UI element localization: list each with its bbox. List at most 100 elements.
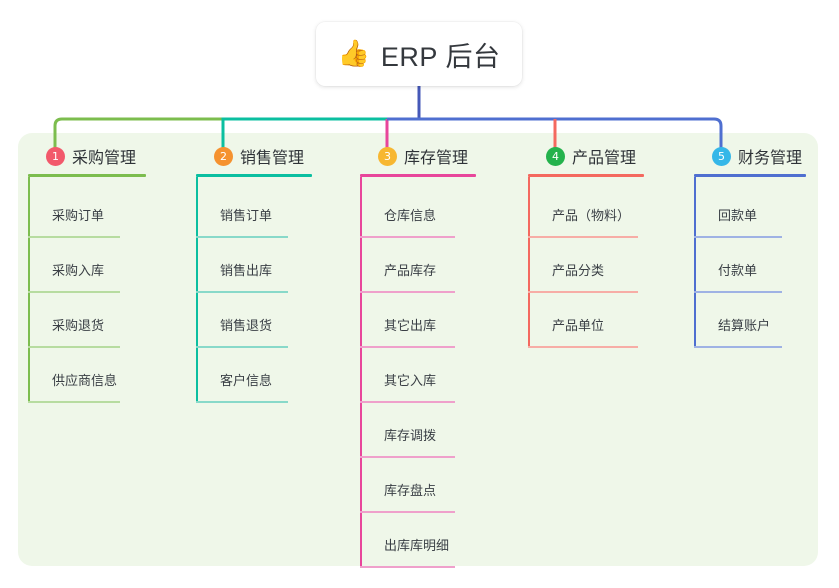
branch-spine bbox=[28, 177, 30, 403]
branch-leaf-list: 产品（物料） 产品分类产品单位 bbox=[528, 177, 644, 348]
branch-title: 库存管理 bbox=[404, 150, 469, 167]
leaf-item[interactable]: 付款单 bbox=[694, 238, 806, 293]
branch-leaf-list: 销售订单销售出库销售退货客户信息 bbox=[196, 177, 312, 403]
leaf-rule bbox=[360, 401, 455, 403]
leaf-rule bbox=[694, 291, 782, 293]
leaf-rule bbox=[196, 291, 288, 293]
leaf-item[interactable]: 出库库明细 bbox=[360, 513, 476, 568]
leaf-label: 产品（物料） bbox=[552, 208, 631, 223]
leaf-rule bbox=[528, 236, 638, 238]
leaf-label: 供应商信息 bbox=[52, 373, 118, 388]
leaf-item[interactable]: 其它出库 bbox=[360, 293, 476, 348]
leaf-rule bbox=[360, 456, 455, 458]
leaf-label: 客户信息 bbox=[220, 373, 273, 388]
branch-column-4: 4 产品管理产品（物料） 产品分类产品单位 bbox=[528, 144, 644, 348]
root-title: ERP 后台 bbox=[380, 41, 501, 72]
leaf-item[interactable]: 采购订单 bbox=[28, 183, 146, 238]
branch-spine bbox=[360, 177, 362, 568]
leaf-rule bbox=[196, 401, 288, 403]
branch-rule bbox=[528, 174, 644, 177]
branch-header-2[interactable]: 2 销售管理 bbox=[196, 144, 312, 168]
branch-header-5[interactable]: 5 财务管理 bbox=[694, 144, 806, 168]
branch-column-2: 2 销售管理销售订单销售出库销售退货客户信息 bbox=[196, 144, 312, 403]
branch-rule bbox=[196, 174, 312, 177]
branch-title: 产品管理 bbox=[572, 150, 637, 167]
leaf-item[interactable]: 销售出库 bbox=[196, 238, 312, 293]
branch-number-badge: 3 bbox=[378, 146, 397, 166]
leaf-rule bbox=[360, 566, 455, 568]
leaf-label: 采购入库 bbox=[52, 263, 105, 278]
root-node[interactable]: 👍 ERP 后台 bbox=[316, 22, 522, 86]
leaf-label: 付款单 bbox=[718, 263, 758, 278]
leaf-item[interactable]: 库存盘点 bbox=[360, 458, 476, 513]
leaf-item[interactable]: 供应商信息 bbox=[28, 348, 146, 403]
leaf-label: 产品单位 bbox=[552, 318, 605, 333]
branch-title: 销售管理 bbox=[240, 150, 305, 167]
leaf-label: 产品库存 bbox=[384, 263, 437, 278]
leaf-rule bbox=[28, 346, 120, 348]
leaf-label: 采购订单 bbox=[52, 208, 105, 223]
leaf-item[interactable]: 客户信息 bbox=[196, 348, 312, 403]
thumbs-up-icon: 👍 bbox=[337, 39, 370, 69]
branch-rule bbox=[360, 174, 476, 177]
leaf-item[interactable]: 产品库存 bbox=[360, 238, 476, 293]
leaf-label: 销售退货 bbox=[220, 318, 273, 333]
branch-header-1[interactable]: 1 采购管理 bbox=[28, 144, 146, 168]
leaf-item[interactable]: 产品（物料） bbox=[528, 183, 644, 238]
leaf-rule bbox=[360, 291, 455, 293]
branch-leaf-list: 采购订单采购入库采购退货供应商信息 bbox=[28, 177, 146, 403]
leaf-label: 出库库明细 bbox=[384, 538, 450, 553]
leaf-item[interactable]: 库存调拨 bbox=[360, 403, 476, 458]
leaf-item[interactable]: 其它入库 bbox=[360, 348, 476, 403]
branch-header-3[interactable]: 3 库存管理 bbox=[360, 144, 476, 168]
leaf-rule bbox=[28, 291, 120, 293]
leaf-label: 其它出库 bbox=[384, 318, 437, 333]
branch-rule bbox=[28, 174, 146, 177]
branch-number-badge: 4 bbox=[546, 146, 565, 166]
leaf-rule bbox=[528, 291, 638, 293]
leaf-rule bbox=[694, 346, 782, 348]
leaf-rule bbox=[360, 346, 455, 348]
branch-number-badge: 5 bbox=[712, 146, 731, 166]
branch-column-5: 5 财务管理回款单付款单结算账户 bbox=[694, 144, 806, 348]
leaf-item[interactable]: 采购退货 bbox=[28, 293, 146, 348]
branch-number-badge: 2 bbox=[214, 146, 233, 166]
branch-spine bbox=[694, 177, 696, 348]
leaf-label: 结算账户 bbox=[718, 318, 771, 333]
leaf-rule bbox=[360, 511, 455, 513]
leaf-rule bbox=[528, 346, 638, 348]
leaf-rule bbox=[360, 236, 455, 238]
leaf-rule bbox=[28, 236, 120, 238]
leaf-item[interactable]: 产品分类 bbox=[528, 238, 644, 293]
leaf-label: 仓库信息 bbox=[384, 208, 437, 223]
branch-title: 采购管理 bbox=[72, 150, 137, 167]
leaf-item[interactable]: 产品单位 bbox=[528, 293, 644, 348]
leaf-item[interactable]: 结算账户 bbox=[694, 293, 806, 348]
branch-title: 财务管理 bbox=[738, 150, 803, 167]
leaf-item[interactable]: 采购入库 bbox=[28, 238, 146, 293]
branch-column-1: 1 采购管理采购订单采购入库采购退货供应商信息 bbox=[28, 144, 146, 403]
branch-spine bbox=[528, 177, 530, 348]
leaf-label: 其它入库 bbox=[384, 373, 437, 388]
branch-rule bbox=[694, 174, 806, 177]
branch-spine bbox=[196, 177, 198, 403]
branch-header-4[interactable]: 4 产品管理 bbox=[528, 144, 644, 168]
leaf-label: 库存调拨 bbox=[384, 428, 437, 443]
leaf-item[interactable]: 回款单 bbox=[694, 183, 806, 238]
leaf-item[interactable]: 销售退货 bbox=[196, 293, 312, 348]
leaf-item[interactable]: 销售订单 bbox=[196, 183, 312, 238]
leaf-rule bbox=[694, 236, 782, 238]
branch-column-3: 3 库存管理仓库信息产品库存其它出库其它入库库存调拨库存盘点出库库明细 bbox=[360, 144, 476, 568]
branch-number-badge: 1 bbox=[46, 146, 65, 166]
leaf-label: 产品分类 bbox=[552, 263, 605, 278]
leaf-item[interactable]: 仓库信息 bbox=[360, 183, 476, 238]
leaf-label: 销售出库 bbox=[220, 263, 273, 278]
branch-leaf-list: 仓库信息产品库存其它出库其它入库库存调拨库存盘点出库库明细 bbox=[360, 177, 476, 568]
branch-leaf-list: 回款单付款单结算账户 bbox=[694, 177, 806, 348]
leaf-label: 回款单 bbox=[718, 208, 758, 223]
leaf-rule bbox=[28, 401, 120, 403]
root-node-content: 👍 ERP 后台 bbox=[338, 35, 501, 74]
leaf-rule bbox=[196, 236, 288, 238]
leaf-label: 库存盘点 bbox=[384, 483, 437, 498]
